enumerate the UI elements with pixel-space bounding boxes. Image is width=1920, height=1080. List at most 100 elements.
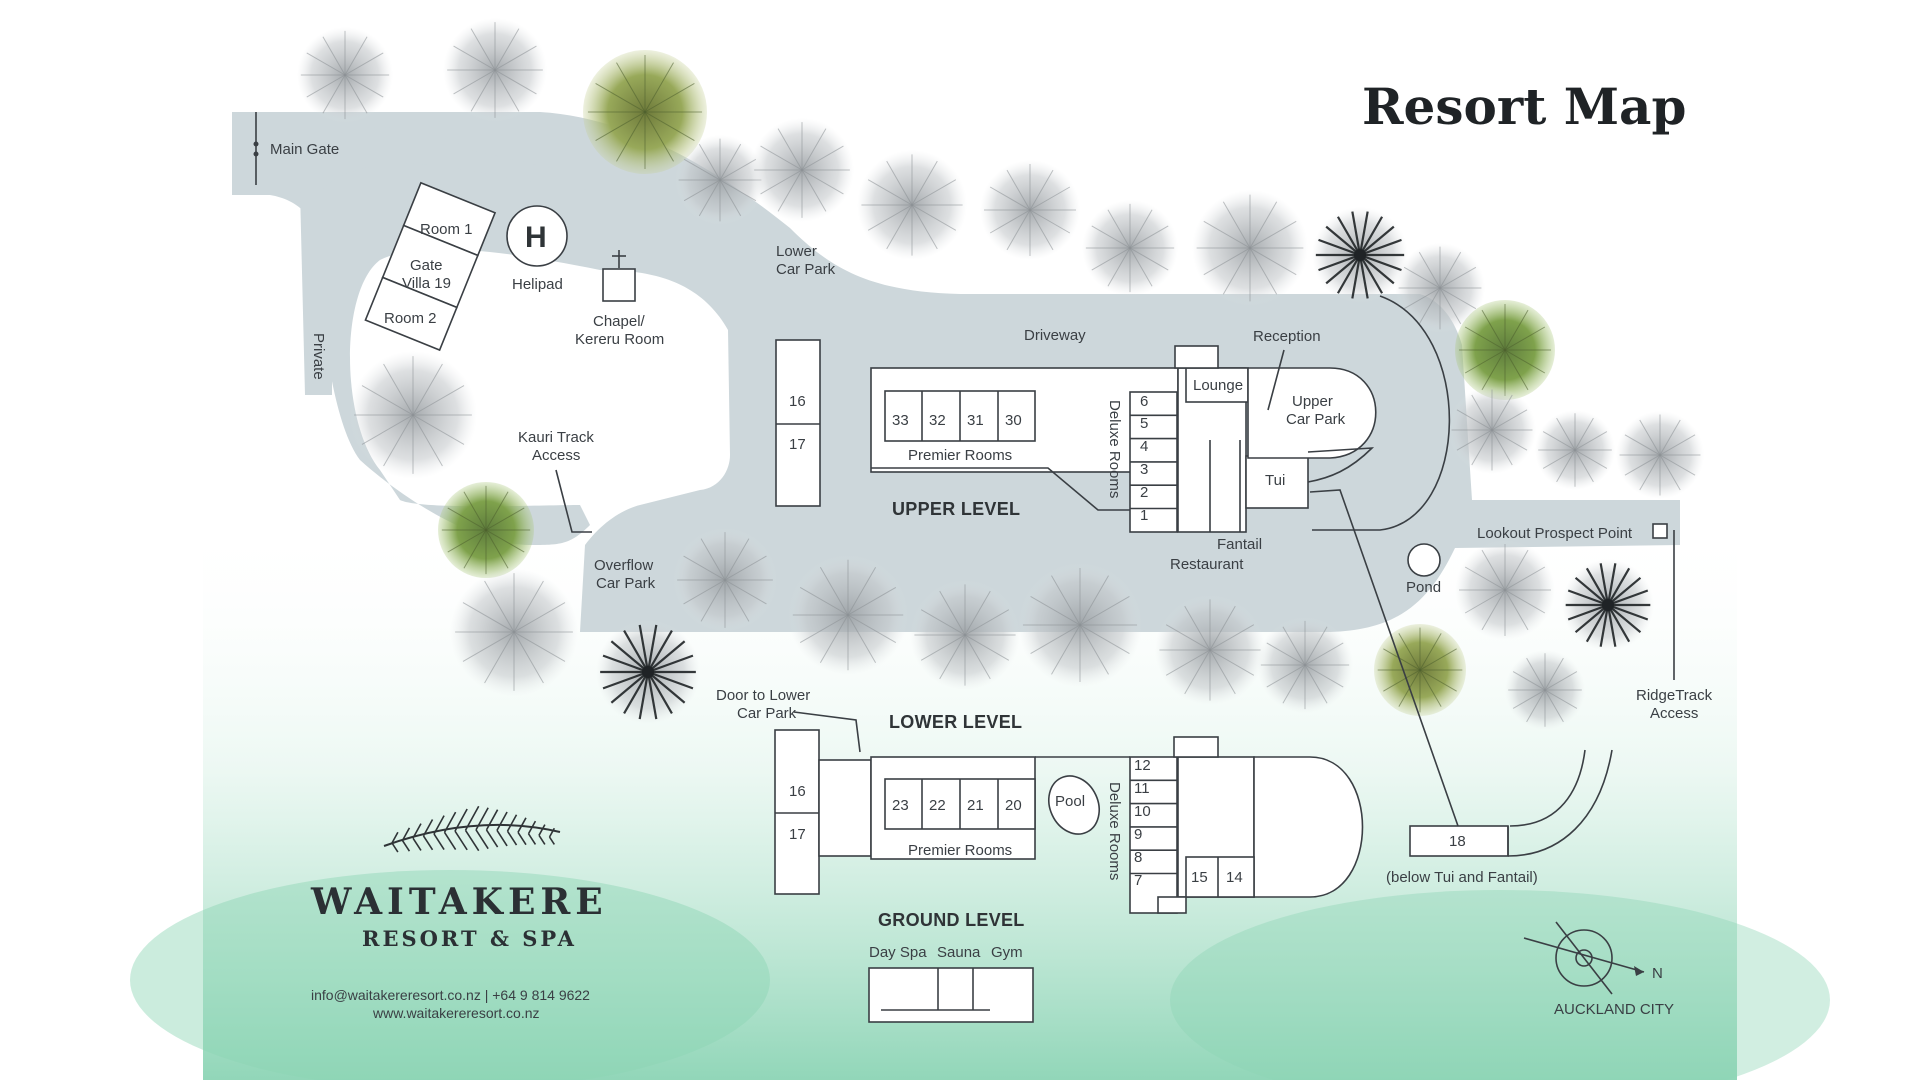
fern-leaflet — [485, 809, 499, 831]
tree-branch — [1542, 449, 1576, 469]
fern-leaflet — [527, 833, 537, 845]
tree-branch — [462, 602, 515, 633]
gym-label: Gym — [991, 944, 1023, 961]
tree-branch — [1249, 220, 1297, 249]
lower-deluxe-room-12: 12 — [1134, 757, 1151, 774]
tree-branch — [939, 590, 966, 636]
tree-branch — [847, 586, 897, 616]
upper-driveway-loop — [1312, 295, 1451, 531]
tree-branch — [494, 69, 537, 95]
tree-branch — [361, 385, 414, 416]
tree-branch — [1567, 589, 1609, 607]
tree-branch — [1359, 225, 1395, 256]
tree-branch — [920, 634, 966, 661]
tree-branch — [1318, 253, 1361, 272]
upper-side-room-17: 17 — [789, 436, 806, 453]
contact-info: info@waitakereresort.co.nz | +64 9 814 9… — [311, 987, 590, 1003]
tree-branch — [1504, 589, 1546, 614]
tree-branch — [1165, 624, 1211, 651]
tree-branch — [647, 670, 694, 690]
sauna-label: Sauna — [937, 944, 981, 961]
tree-branch — [1526, 657, 1546, 691]
upper-level-heading: UPPER LEVEL — [892, 499, 1020, 519]
tree-branch — [799, 586, 849, 616]
tree-branch — [719, 179, 757, 202]
tree-branch — [1544, 671, 1578, 691]
fern-leaflet — [464, 829, 480, 852]
overflow-car-park-label: Overflow — [594, 557, 653, 574]
tree-branch — [1606, 604, 1617, 647]
tree-branch — [1030, 624, 1081, 654]
tree-branch — [1351, 211, 1362, 256]
helipad-circle — [506, 205, 568, 267]
ground-level-heading: GROUND LEVEL — [878, 910, 1025, 930]
tree-branch — [1574, 576, 1609, 606]
tree-branch — [1358, 211, 1369, 256]
fantail-label: Fantail — [1217, 536, 1262, 553]
fern-leaflet — [496, 829, 508, 847]
tree-branch — [777, 128, 803, 171]
below-tui-label: (below Tui and Fantail) — [1386, 869, 1538, 886]
tree-branch — [1079, 596, 1130, 626]
tree-branch — [1129, 247, 1169, 271]
tree-branch — [647, 630, 673, 673]
upper-deluxe-rooms-label: Deluxe Rooms — [1106, 400, 1123, 498]
upper-premier-room-32: 32 — [929, 412, 946, 429]
curved-path — [1509, 749, 1586, 827]
tree-branch — [1304, 664, 1344, 688]
fern-leaflet — [443, 831, 457, 850]
tree-branch — [1606, 563, 1617, 606]
tree-branch — [1456, 409, 1493, 431]
upper-deluxe-room-2: 2 — [1140, 484, 1148, 501]
tree-branch — [1079, 575, 1109, 626]
tree-branch — [1282, 664, 1306, 704]
fern-leaflet — [422, 835, 434, 851]
tree-cluster — [297, 18, 1704, 730]
tree-branch — [485, 507, 525, 531]
upper-car-park-label: Car Park — [1286, 411, 1346, 428]
tree-branch — [911, 204, 938, 250]
upper-deluxe-room-1: 1 — [1140, 507, 1148, 524]
tree-branch — [1419, 633, 1442, 671]
tree-branch — [1491, 394, 1513, 431]
tree-branch — [470, 28, 496, 71]
tree-branch — [1403, 287, 1441, 310]
tree-branch — [623, 630, 649, 673]
brand-subtitle: RESORT & SPA — [362, 926, 577, 951]
tree-branch — [1504, 549, 1529, 591]
ridge-track-label: Access — [1650, 705, 1698, 722]
tree-branch — [1129, 225, 1169, 249]
tree-branch — [1599, 563, 1610, 606]
upper-side-block — [775, 339, 821, 507]
tree-branch — [1574, 449, 1594, 483]
tree-branch — [484, 580, 515, 633]
tree-branch — [1304, 664, 1328, 704]
tree-branch — [1209, 624, 1255, 651]
tree-branch — [1607, 576, 1642, 606]
driveway-label: Driveway — [1024, 327, 1086, 344]
room-1-label: Room 1 — [420, 221, 473, 238]
tree-trunk — [1354, 249, 1366, 261]
tree-branch — [1512, 689, 1546, 709]
room-18-label: 18 — [1449, 833, 1466, 850]
ground-block — [868, 967, 1034, 1023]
gate-villa-label: Gate — [410, 257, 443, 274]
tree-branch — [322, 74, 346, 114]
tree-branch — [344, 74, 384, 98]
fern-leaflet — [433, 833, 445, 850]
tree-branch — [1439, 266, 1477, 289]
tree-branch — [801, 169, 827, 212]
fern-leaflet — [454, 808, 468, 832]
fern-leaflet — [538, 834, 546, 845]
website: www.waitakereresort.co.nz — [372, 1005, 540, 1021]
tree-trunk — [642, 666, 654, 678]
tree-branch — [306, 52, 346, 76]
lower-side-room-17: 17 — [789, 826, 806, 843]
tree-branch — [1304, 642, 1344, 666]
fern-leaflet — [527, 820, 537, 835]
lower-deluxe-room-9: 9 — [1134, 826, 1142, 843]
tree-branch — [1107, 247, 1131, 287]
